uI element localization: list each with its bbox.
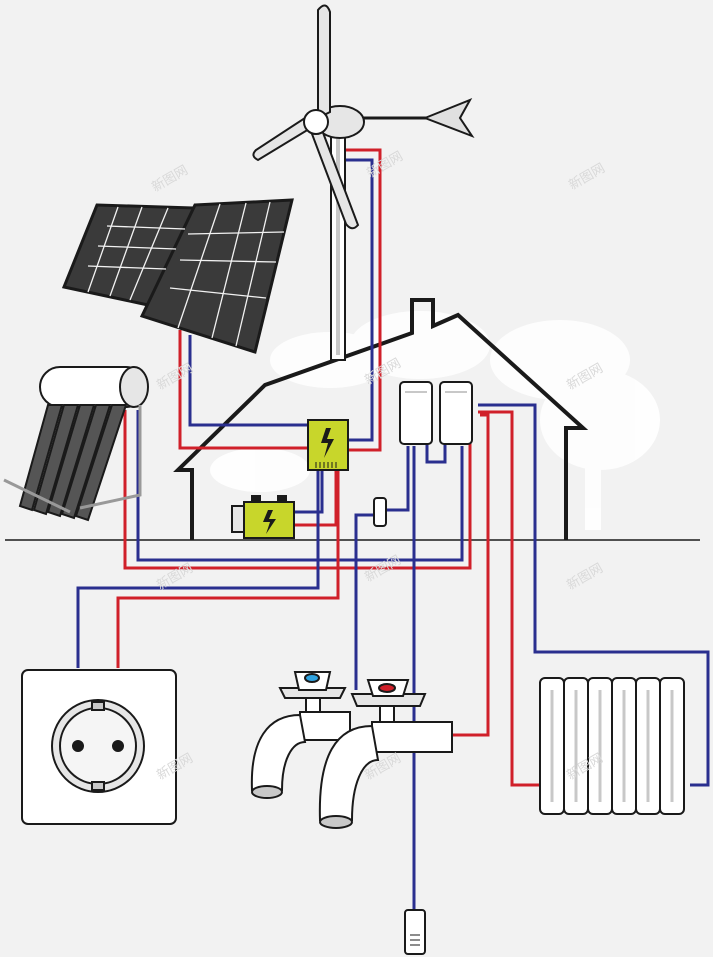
valve-icon [373,497,387,527]
cold-tap-icon [250,671,351,799]
hot-pipe-battery [295,470,338,527]
boiler-tank-icon [399,381,473,445]
hot-pipe-radiator [478,410,540,787]
cold-pipe-heater [136,410,464,562]
cold-pipe-tank-loop [425,444,447,464]
cold-pipe-turbine [345,158,374,442]
cold-pipe-solar [188,335,308,427]
watermark-text: 新图网 [566,160,608,193]
battery-icon [231,495,295,539]
cold-pipe-socket [76,470,320,668]
watermark-text: 新图网 [149,162,191,195]
wall-socket-icon [21,669,177,825]
solar-panel-icon [61,198,294,354]
cold-pipe-valve-down [354,513,380,690]
radiator-icon [539,677,685,815]
watermark-text: 新图网 [564,560,606,593]
wind-turbine-icon [252,4,475,361]
cold-pipe-radiator [478,403,710,787]
charge-controller-icon [307,419,349,471]
watermark-text: 新图网 [364,148,406,181]
cold-pipe-battery [295,470,324,514]
hot-pipe-turbine [340,148,382,452]
solar-water-heater-icon [3,366,149,522]
hot-pipe-solar [178,330,308,450]
hot-pipe-socket [116,470,340,668]
hot-pipe-tap [450,413,490,737]
pipe-network [76,148,710,915]
hot-tap-icon [318,679,453,829]
house-icon [173,298,589,540]
watermark-text: 新图网 [362,552,404,585]
water-sensor-icon [404,909,426,955]
cold-pipe-valve [383,446,410,512]
